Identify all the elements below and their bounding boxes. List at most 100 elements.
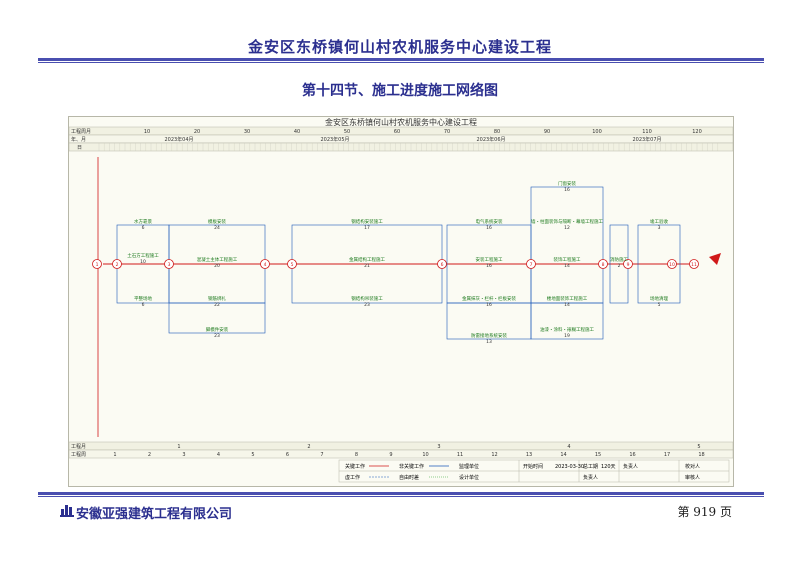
svg-text:23: 23 xyxy=(214,333,220,339)
network-title: 金安区东桥镇何山村农机服务中心建设工程 xyxy=(325,117,477,127)
week-tick: 110 xyxy=(642,129,652,135)
week-tick: 10 xyxy=(144,129,150,135)
week-row xyxy=(68,126,734,136)
footer-rule-thin xyxy=(38,496,764,497)
svg-text:11: 11 xyxy=(691,262,697,268)
svg-text:门窗安装: 门窗安装 xyxy=(558,180,576,187)
document-header-title: 金安区东桥镇何山村农机服务中心建设工程 xyxy=(247,38,552,56)
bottom-week: 13 xyxy=(526,452,532,458)
legend-owner-label: 负责人 xyxy=(623,463,638,470)
bottom-week: 6 xyxy=(286,452,289,458)
svg-text:14: 14 xyxy=(564,302,570,308)
svg-text:2: 2 xyxy=(116,262,119,268)
bottom-week: 17 xyxy=(664,452,670,458)
week-tick: 60 xyxy=(394,129,400,135)
network-node: 9 xyxy=(623,259,633,269)
svg-text:6: 6 xyxy=(142,225,145,231)
bottom-week: 11 xyxy=(457,452,463,458)
svg-text:墙・柱面装饰与隔断・幕墙工程施工: 墙・柱面装饰与隔断・幕墙工程施工 xyxy=(531,218,603,225)
svg-text:钢筋绑扎: 钢筋绑扎 xyxy=(208,295,226,302)
network-node: 2 xyxy=(112,259,122,269)
task-labels: 水方靠景6土石方工程施工10平整场地6模板安装24混凝土主体工程施工20钢筋绑扎… xyxy=(127,180,668,345)
svg-text:12: 12 xyxy=(564,225,570,231)
svg-text:钢结构安装施工: 钢结构安装施工 xyxy=(351,218,383,225)
month-row-label: 年、月 xyxy=(71,136,86,143)
legend-critical: 关键工作 xyxy=(345,463,365,470)
svg-text:金属结构工程施工: 金属结构工程施工 xyxy=(349,256,385,263)
bottom-week: 5 xyxy=(251,452,254,458)
svg-text:模板安装: 模板安装 xyxy=(208,218,226,225)
bottom-week: 7 xyxy=(320,452,323,458)
bottom-week: 8 xyxy=(355,452,358,458)
svg-text:24: 24 xyxy=(214,225,220,231)
network-node: 1 xyxy=(92,259,102,269)
week-tick: 20 xyxy=(194,129,200,135)
svg-text:场地清理: 场地清理 xyxy=(650,295,668,302)
network-node: 5 xyxy=(287,259,297,269)
svg-text:钢结构吊装施工: 钢结构吊装施工 xyxy=(351,295,383,302)
svg-text:16: 16 xyxy=(564,187,570,193)
bottom-week: 15 xyxy=(595,452,601,458)
legend-noncritical: 非关键工作 xyxy=(399,463,424,470)
page-number: 第 919 页 xyxy=(677,505,732,519)
svg-text:楼地面装饰工程施工: 楼地面装饰工程施工 xyxy=(547,295,588,302)
legend-supervisor: 监理单位 xyxy=(459,463,479,470)
svg-text:防雷接地系统安装: 防雷接地系统安装 xyxy=(471,332,507,339)
legend-duration: 120天 xyxy=(601,464,616,470)
legend-start-label: 开始时间 xyxy=(523,463,543,470)
legend-start-date: 2023-03-30 xyxy=(555,464,584,470)
bottom-week: 14 xyxy=(560,452,566,458)
legend-review-label: 审核人 xyxy=(685,474,700,481)
svg-text:安装工程施工: 安装工程施工 xyxy=(476,256,503,263)
svg-text:16: 16 xyxy=(486,302,492,308)
network-node: 4 xyxy=(260,259,270,269)
week-tick: 120 xyxy=(692,129,702,135)
bottom-week: 10 xyxy=(422,452,428,458)
bottom-month-label: 工程月 xyxy=(71,443,86,450)
bottom-month: 4 xyxy=(567,444,570,450)
svg-text:7: 7 xyxy=(530,262,533,268)
network-node: 3 xyxy=(164,259,174,269)
svg-text:22: 22 xyxy=(214,302,220,308)
week-row-label: 工程周月 xyxy=(71,128,91,135)
week-tick: 30 xyxy=(244,129,250,135)
month-label: 2023年04月 xyxy=(164,136,193,143)
day-row xyxy=(68,142,734,152)
week-tick: 100 xyxy=(592,129,602,135)
svg-text:6: 6 xyxy=(142,302,145,308)
bottom-week-label: 工程周 xyxy=(71,451,86,458)
svg-text:5: 5 xyxy=(658,302,661,308)
header-rule-thin xyxy=(38,62,764,63)
svg-text:10: 10 xyxy=(140,259,146,265)
bottom-month: 1 xyxy=(177,444,180,450)
svg-text:平整场地: 平整场地 xyxy=(134,295,152,302)
month-label: 2023年06月 xyxy=(476,136,505,143)
svg-text:1: 1 xyxy=(96,262,99,268)
network-node: 8 xyxy=(598,259,608,269)
bottom-month: 2 xyxy=(307,444,310,450)
legend-check-label: 校对人 xyxy=(685,463,700,470)
svg-text:竣工验收: 竣工验收 xyxy=(650,218,668,225)
bottom-week: 2 xyxy=(148,452,151,458)
svg-text:装饰工程施工: 装饰工程施工 xyxy=(554,256,581,263)
network-node: 6 xyxy=(437,259,447,269)
legend-designer: 设计单位 xyxy=(459,474,479,481)
bottom-month-row xyxy=(68,441,734,451)
svg-text:14: 14 xyxy=(564,263,570,269)
bottom-week: 12 xyxy=(491,452,497,458)
legend-float: 自由时差 xyxy=(399,474,419,481)
legend-duration-label: 总工期 xyxy=(583,463,598,470)
svg-text:16: 16 xyxy=(486,225,492,231)
